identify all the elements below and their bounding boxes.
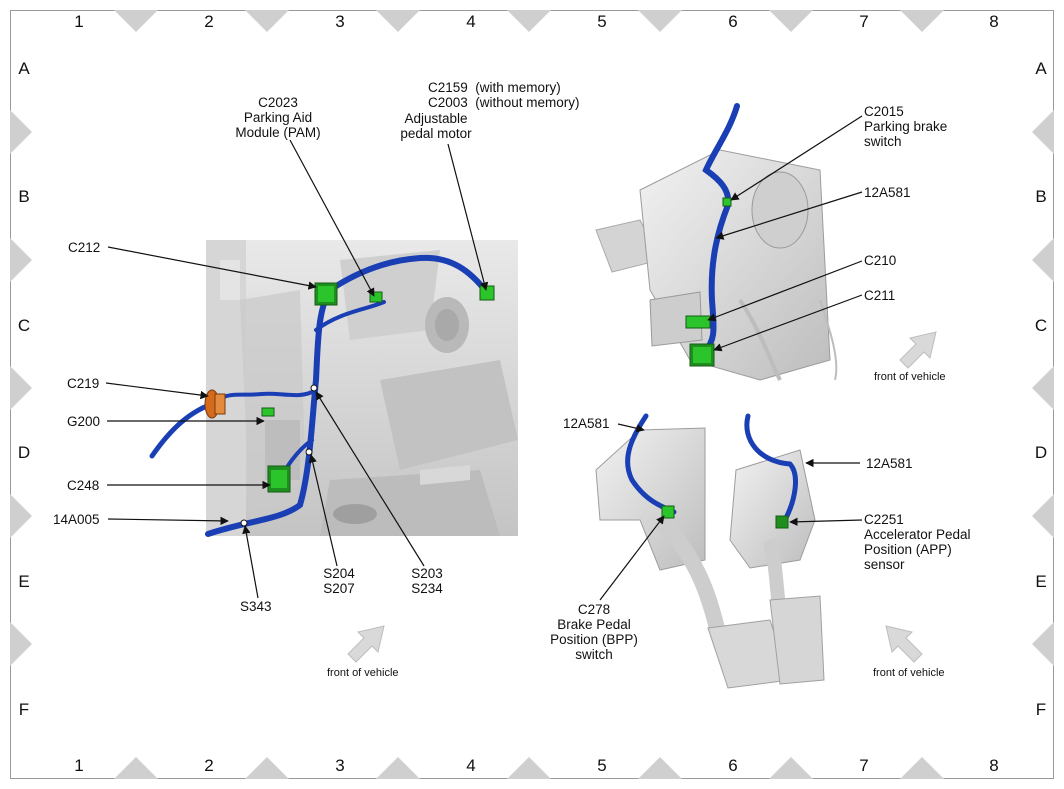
grid-col-8-bottom: 8	[989, 756, 999, 775]
label-c211: C211	[864, 288, 896, 303]
lower-right-view-connectors	[661, 505, 789, 529]
grid-row-e-right: E	[1035, 572, 1047, 591]
label-s203: S203	[411, 566, 443, 581]
label-s204-s207: S204 S207	[312, 566, 366, 596]
label-c2023-line2: Parking Aid	[243, 110, 313, 125]
label-c210: C210	[864, 253, 897, 268]
lower-right-view-harness	[625, 413, 798, 521]
label-c2003-line2: C2003 (without memory)	[428, 95, 580, 110]
left-view-panel	[206, 240, 518, 536]
label-c212: C212	[68, 240, 101, 255]
label-adjustable-pedal-motor: Adjustable pedal motor	[386, 111, 486, 141]
label-c2251-line3: Position (APP)	[864, 542, 952, 557]
grid-row-e-left: E	[18, 572, 30, 591]
grid-col-4-bottom: 4	[466, 756, 476, 775]
grid-row-f-left: F	[18, 700, 30, 719]
label-c2159-line1: C2159 (with memory)	[428, 80, 561, 95]
grid-col-2-top: 2	[204, 12, 214, 31]
front-arrow-left	[347, 625, 385, 663]
label-c278: C278 Brake Pedal Position (BPP) switch	[530, 602, 658, 662]
left-view-leaders	[105, 139, 489, 599]
grid-col-4-top: 4	[466, 12, 476, 31]
label-c2251: C2251 Accelerator Pedal Position (APP) s…	[864, 512, 971, 572]
label-pedal-motor: pedal motor	[400, 126, 472, 141]
label-c278-line3: Position (BPP)	[550, 632, 638, 647]
label-s204: S204	[323, 566, 355, 581]
grid-row-c-left: C	[17, 316, 31, 335]
label-c278-code: C278	[577, 602, 611, 617]
grid-row-d-left: D	[17, 443, 31, 462]
grid-col-5-bottom: 5	[597, 756, 607, 775]
grid-row-c-right: C	[1034, 316, 1048, 335]
label-c2023-code: C2023	[258, 95, 298, 110]
label-c2159: C2159 (with memory) C2003 (without memor…	[428, 80, 580, 110]
grid-col-3-top: 3	[335, 12, 345, 31]
front-arrow-upper-right	[899, 331, 937, 369]
label-12a581-lower-left: 12A581	[563, 416, 610, 431]
label-s203-s234: S203 S234	[400, 566, 454, 596]
label-c278-line2: Brake Pedal	[557, 617, 631, 632]
grid-col-2-bottom: 2	[204, 756, 214, 775]
lower-right-view-leaders	[599, 423, 863, 601]
grid-col-3-bottom: 3	[335, 756, 345, 775]
label-g200: G200	[67, 414, 101, 429]
label-front-of-vehicle-lower-right: front of vehicle	[873, 667, 945, 679]
label-14a005: 14A005	[53, 512, 100, 527]
label-s343: S343	[240, 599, 272, 614]
label-c219: C219	[67, 376, 100, 391]
label-c2023: C2023 Parking Aid Module (PAM)	[212, 95, 344, 140]
label-c2015-line2: Parking brake	[864, 119, 948, 134]
label-c2251-code: C2251	[864, 512, 904, 527]
label-c248: C248	[67, 478, 100, 493]
label-c278-line4: switch	[575, 647, 613, 662]
grid-col-6-top: 6	[728, 12, 738, 31]
grid-col-7-bottom: 7	[859, 756, 869, 775]
grid-col-7-top: 7	[859, 12, 869, 31]
label-c2015-code: C2015	[864, 104, 904, 119]
label-adjustable: Adjustable	[404, 111, 468, 126]
frame-triangle-markers	[10, 10, 1054, 779]
grid-col-6-bottom: 6	[728, 756, 738, 775]
grid-row-b-right: B	[1035, 187, 1047, 206]
label-c2015-line3: switch	[864, 134, 902, 149]
label-s207: S207	[323, 581, 355, 596]
label-12a581-upper: 12A581	[864, 185, 911, 200]
upper-right-view-leaders	[707, 115, 863, 352]
grid-row-a-left: A	[18, 59, 30, 78]
label-c2251-line2: Accelerator Pedal	[864, 527, 971, 542]
grid-row-f-right: F	[1035, 700, 1047, 719]
grid-row-b-left: B	[18, 187, 30, 206]
front-arrow-lower-right	[885, 625, 923, 663]
label-front-of-vehicle-left: front of vehicle	[327, 667, 399, 679]
grid-row-d-right: D	[1034, 443, 1048, 462]
label-c2015: C2015 Parking brake switch	[864, 104, 947, 149]
label-c2023-line3: Module (PAM)	[235, 125, 321, 140]
label-front-of-vehicle-upper-right: front of vehicle	[874, 371, 946, 383]
grid-col-1-bottom: 1	[74, 756, 84, 775]
grid-row-a-right: A	[1035, 59, 1047, 78]
grid-col-8-top: 8	[989, 12, 999, 31]
upper-right-view-connectors	[685, 197, 732, 367]
label-12a581-lower-right: 12A581	[866, 456, 913, 471]
label-c2251-line4: sensor	[864, 557, 905, 572]
grid-col-5-top: 5	[597, 12, 607, 31]
label-s234: S234	[411, 581, 443, 596]
grid-col-1-top: 1	[74, 12, 84, 31]
upper-right-view-pedal-assembly	[595, 149, 838, 381]
